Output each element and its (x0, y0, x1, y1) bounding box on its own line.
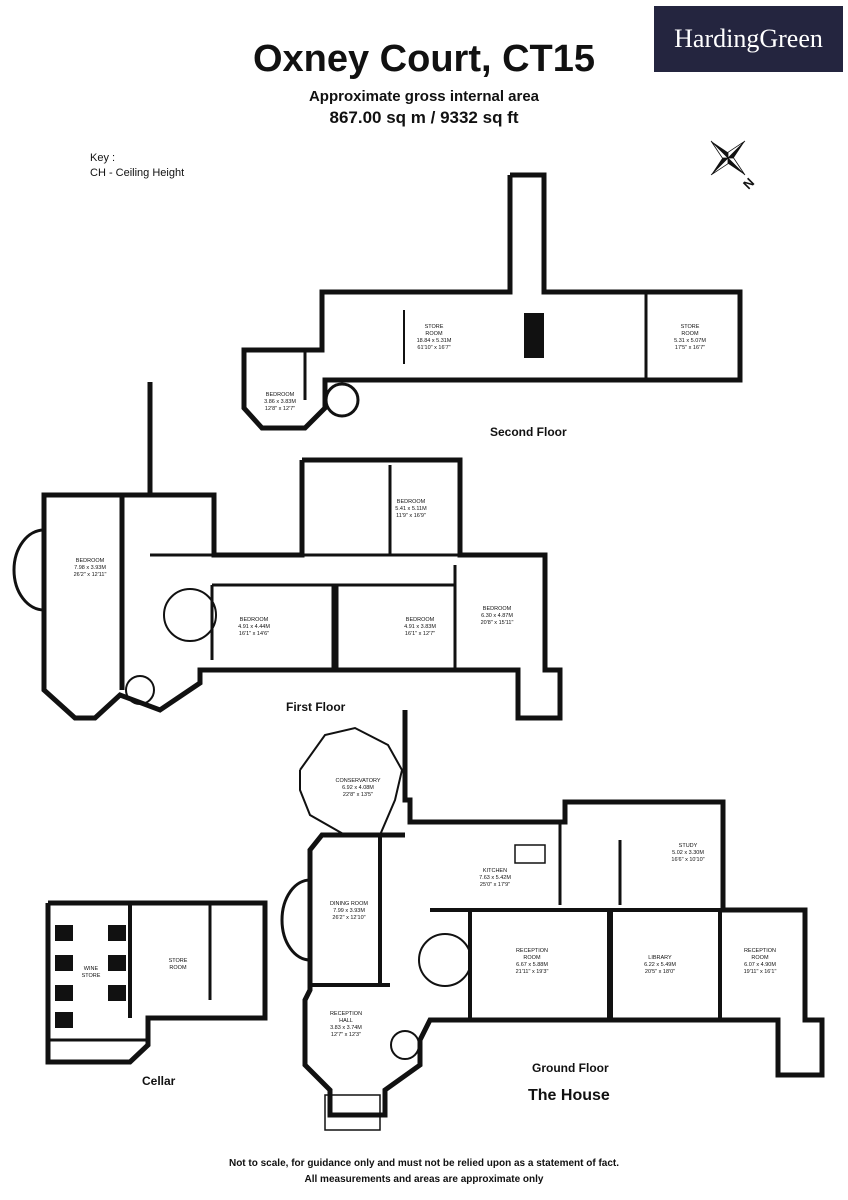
room-name: STUDY (678, 843, 698, 849)
room-imperial: 16'1" x 12'7" (404, 631, 436, 637)
room-name: HALL (339, 1018, 353, 1024)
compass-rose-icon (710, 140, 746, 176)
room-imperial: 61'10" x 16'7" (417, 345, 451, 351)
room-metric: 18.84 x 5.31M (416, 338, 452, 344)
room-metric: 6.22 x 5.49M (644, 962, 676, 968)
room-name: BEDROOM (265, 392, 295, 398)
room-imperial: 20'8" x 15'11" (480, 620, 514, 626)
room-name: BEDROOM (405, 617, 435, 623)
room-name: BEDROOM (396, 499, 426, 505)
room-imperial: 19'11" x 16'1" (743, 969, 777, 975)
room-imperial: 20'5" x 18'0" (644, 969, 676, 975)
room-name: RECEPTION (743, 948, 777, 954)
ground-floor-walls (302, 710, 825, 1118)
room-imperial: 16'1" x 14'6" (238, 631, 270, 637)
room-dining: DINING ROOM 7.99 x 3.93M 26'2" x 12'10" (330, 901, 368, 922)
room-imperial: 22'8" x 13'5" (342, 792, 374, 798)
key-entry: CH - Ceiling Height (90, 167, 185, 179)
room-name: DINING ROOM (330, 901, 368, 907)
room-name: LIBRARY (648, 955, 672, 961)
room-kitchen: KITCHEN 7.63 x 5.42M 25'0" x 17'9" (479, 868, 511, 889)
room-wine-store: WINE STORE (82, 966, 101, 980)
room-bedroom-top: BEDROOM 5.41 x 5.11M 11'9" x 16'9" (395, 499, 426, 520)
room-bedroom-left: BEDROOM 7.98 x 3.93M 26'2" x 12'11" (74, 558, 107, 579)
room-reception-2: RECEPTION ROOM 6.07 x 4.90M 19'11" x 16'… (744, 948, 777, 976)
room-metric: 4.91 x 3.83M (404, 624, 436, 630)
room-name: STORE (424, 324, 444, 330)
room-bedroom-mid1: BEDROOM 4.91 x 4.44M 16'1" x 14'6" (238, 617, 270, 638)
room-store-1: STORE ROOM 18.84 x 5.31M 61'10" x 16'7" (417, 324, 452, 352)
key-legend: Key : CH - Ceiling Height (90, 151, 184, 181)
room-name: KITCHEN (482, 868, 508, 874)
room-name: BEDROOM (482, 606, 512, 612)
second-floor-walls (241, 172, 743, 431)
room-name: BEDROOM (239, 617, 269, 623)
room-metric: 7.98 x 3.93M (74, 565, 106, 571)
room-bedroom-mid2: BEDROOM 4.91 x 3.83M 16'1" x 12'7" (404, 617, 436, 638)
room-name: ROOM (681, 331, 699, 337)
room-metric: 6.30 x 4.87M (481, 613, 513, 619)
ground-floor-label: Ground Floor (532, 1061, 609, 1075)
room-imperial: 26'2" x 12'11" (73, 572, 107, 578)
room-name: WINE (83, 966, 99, 972)
room-name: STORE (680, 324, 700, 330)
room-cellar-store: STORE ROOM (169, 958, 188, 972)
room-library: LIBRARY 6.22 x 5.49M 20'5" x 18'0" (644, 955, 676, 976)
room-name: ROOM (425, 331, 443, 337)
room-reception-hall: RECEPTION HALL 3.83 x 3.74M 12'7" x 12'3… (330, 1011, 362, 1039)
area-subtitle: Approximate gross internal area (308, 88, 540, 105)
room-metric: 5.31 x 5.07M (674, 338, 706, 344)
room-imperial: 25'0" x 17'9" (479, 882, 511, 888)
room-imperial: 11'9" x 16'9" (396, 513, 426, 519)
room-imperial: 12'7" x 12'3" (330, 1032, 362, 1038)
cellar-label: Cellar (142, 1074, 176, 1088)
room-name: RECEPTION (515, 948, 549, 954)
disclaimer-line-2: All measurements and areas are approxima… (304, 1174, 544, 1185)
room-metric: 5.02 x 3.30M (672, 850, 704, 856)
cellar-walls (45, 900, 268, 1065)
second-floor-label: Second Floor (490, 425, 567, 439)
room-reception-1: RECEPTION ROOM 6.67 x 5.88M 21'11" x 19'… (516, 948, 549, 976)
page-title: Oxney Court, CT15 (252, 38, 596, 80)
room-metric: 6.92 x 4.08M (342, 785, 374, 791)
room-name: ROOM (751, 955, 769, 961)
room-name: CONSERVATORY (335, 778, 381, 784)
first-floor-walls (41, 382, 563, 721)
disclaimer-line-1: Not to scale, for guidance only and must… (228, 1158, 620, 1169)
room-metric: 7.99 x 3.93M (333, 908, 365, 914)
room-imperial: 17'5" x 16'7" (674, 345, 706, 351)
room-metric: 4.91 x 4.44M (238, 624, 270, 630)
area-value: 867.00 sq m / 9332 sq ft (329, 108, 519, 127)
room-metric: 3.86 x 3.83M (264, 399, 296, 405)
room-imperial: 12'8" x 12'7" (264, 406, 296, 412)
room-study: STUDY 5.02 x 3.30M 16'6" x 10'10" (671, 843, 704, 864)
room-name: RECEPTION (329, 1011, 363, 1017)
house-label: The House (528, 1087, 610, 1104)
room-imperial: 21'11" x 19'3" (515, 969, 549, 975)
room-imperial: 26'2" x 12'10" (332, 915, 366, 921)
stairwell-block (524, 313, 544, 358)
room-name: STORE (168, 958, 188, 964)
room-metric: 5.41 x 5.11M (395, 506, 427, 512)
room-bedroom-right: BEDROOM 6.30 x 4.87M 20'8" x 15'11" (481, 606, 514, 627)
room-store-2: STORE ROOM 5.31 x 5.07M 17'5" x 16'7" (674, 324, 706, 352)
room-bedroom-sf: BEDROOM 3.86 x 3.83M 12'8" x 12'7" (264, 392, 296, 413)
room-name: BEDROOM (75, 558, 105, 564)
first-floor-label: First Floor (286, 700, 346, 714)
room-metric: 6.67 x 5.88M (516, 962, 548, 968)
room-name: ROOM (523, 955, 541, 961)
room-name: STORE (81, 973, 101, 979)
room-name: ROOM (169, 965, 187, 971)
room-metric: 6.07 x 4.90M (744, 962, 776, 968)
key-label: Key : (90, 152, 116, 164)
brand-logo: HardingGreen (654, 6, 843, 72)
room-imperial: 16'6" x 10'10" (671, 857, 705, 863)
room-metric: 7.63 x 5.42M (479, 875, 511, 881)
room-conservatory: CONSERVATORY 6.92 x 4.08M 22'8" x 13'5" (335, 778, 380, 799)
room-metric: 3.83 x 3.74M (330, 1025, 362, 1031)
